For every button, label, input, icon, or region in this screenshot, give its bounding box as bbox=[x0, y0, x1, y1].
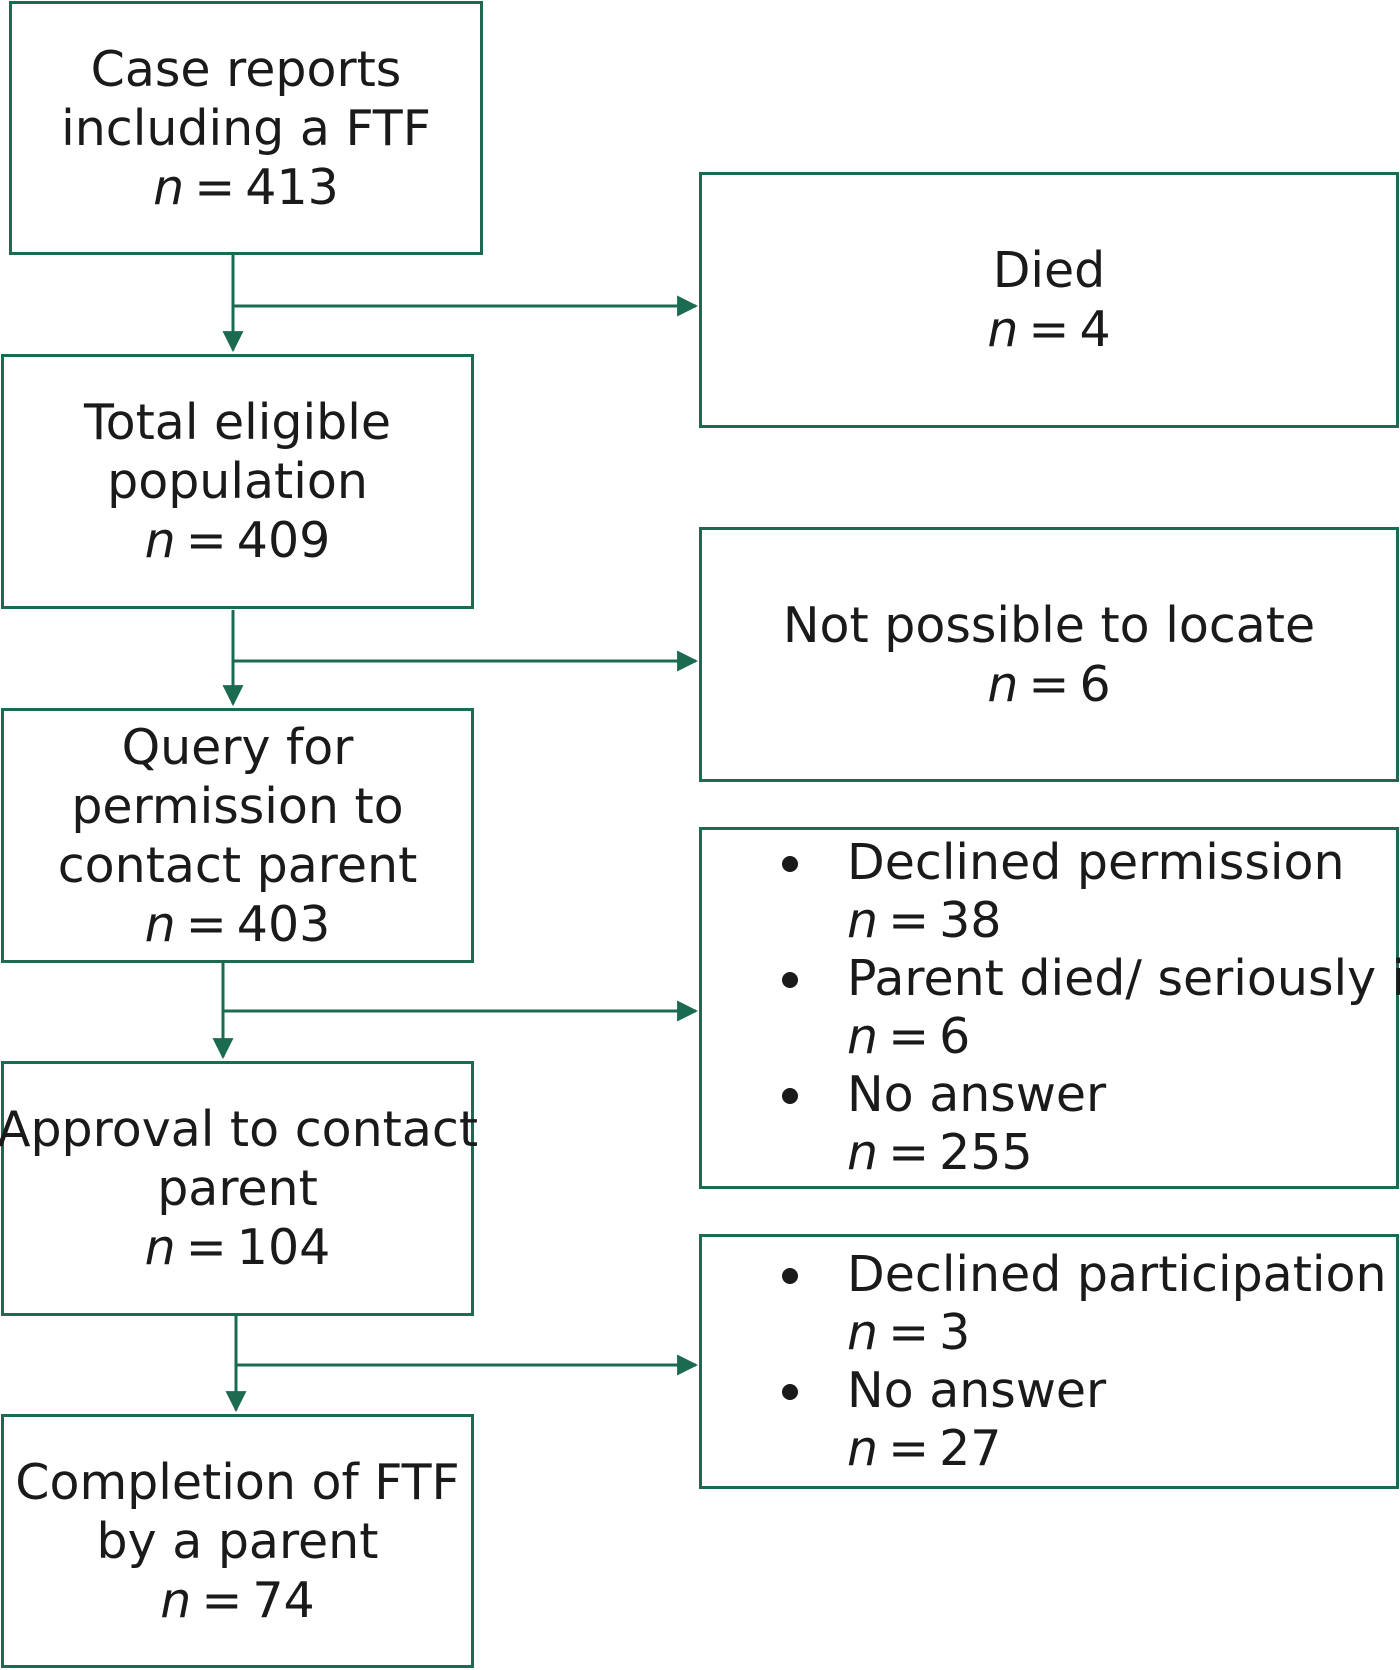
box-total-eligible-n: n=409 bbox=[144, 512, 331, 569]
exclusion-n: n=38 bbox=[847, 892, 1002, 949]
exclusion-item: No answer n=255 bbox=[702, 1066, 1106, 1182]
exclusion-n: n=6 bbox=[847, 1008, 971, 1065]
box-not-locate: Not possible to locate n=6 bbox=[699, 527, 1399, 782]
box-completion-line-1: Completion of FTF bbox=[15, 1453, 460, 1511]
exclusion-label: No answer bbox=[847, 1361, 1107, 1419]
box-query-line-1: Query for bbox=[121, 718, 354, 776]
box-approval-line-1: Approval to contact bbox=[0, 1101, 479, 1158]
box-query-line-2: permission to bbox=[71, 777, 404, 835]
exclusion-label: Parent died/ seriously ill bbox=[847, 950, 1400, 1007]
exclusion-n: n=255 bbox=[847, 1124, 1033, 1181]
box-completion-n: n=74 bbox=[160, 1571, 315, 1629]
box-completion: Completion of FTF by a parent n=74 bbox=[1, 1414, 474, 1668]
box-completion-line-2: by a parent bbox=[96, 1512, 379, 1570]
exclusion-n: n=3 bbox=[847, 1303, 971, 1361]
box-query-line-3: contact parent bbox=[57, 836, 418, 894]
box-total-eligible: Total eligible population n=409 bbox=[1, 354, 474, 609]
box-approval-n: n=104 bbox=[144, 1219, 331, 1276]
exclusion-n: n=27 bbox=[847, 1419, 1002, 1477]
exclusion-label: Declined permission bbox=[847, 834, 1345, 891]
box-total-eligible-line-2: population bbox=[107, 453, 368, 510]
exclusion-label: Declined participation bbox=[847, 1245, 1387, 1303]
box-case-reports: Case reports including a FTF n=413 bbox=[9, 1, 483, 255]
box-not-locate-line-1: Not possible to locate bbox=[782, 596, 1316, 654]
exclusion-item: No answer n=27 bbox=[702, 1362, 1106, 1478]
box-case-reports-line-2: including a FTF bbox=[61, 99, 431, 157]
box-total-eligible-line-1: Total eligible bbox=[84, 394, 391, 451]
box-died-n: n=4 bbox=[987, 301, 1111, 358]
box-query-n: n=403 bbox=[144, 895, 331, 953]
exclusion-label: No answer bbox=[847, 1066, 1107, 1123]
box-approval-line-2: parent bbox=[157, 1160, 318, 1217]
box-died-line-1: Died bbox=[992, 242, 1106, 299]
box-exclusions-1: Declined permission n=38 Parent died/ se… bbox=[699, 827, 1400, 1189]
box-died: Died n=4 bbox=[699, 172, 1399, 428]
box-exclusions-2: Declined participation n=3 No answer n=2… bbox=[699, 1234, 1399, 1489]
exclusion-item: Parent died/ seriously ill n=6 bbox=[702, 950, 1400, 1066]
box-case-reports-n: n=413 bbox=[153, 158, 339, 216]
box-approval: Approval to contact parent n=104 bbox=[0, 1061, 478, 1316]
exclusion-item: Declined participation n=3 bbox=[702, 1246, 1387, 1362]
box-query: Query for permission to contact parent n… bbox=[1, 708, 474, 963]
exclusion-item: Declined permission n=38 bbox=[702, 834, 1345, 950]
box-not-locate-n: n=6 bbox=[987, 655, 1111, 713]
box-case-reports-line-1: Case reports bbox=[90, 40, 402, 98]
